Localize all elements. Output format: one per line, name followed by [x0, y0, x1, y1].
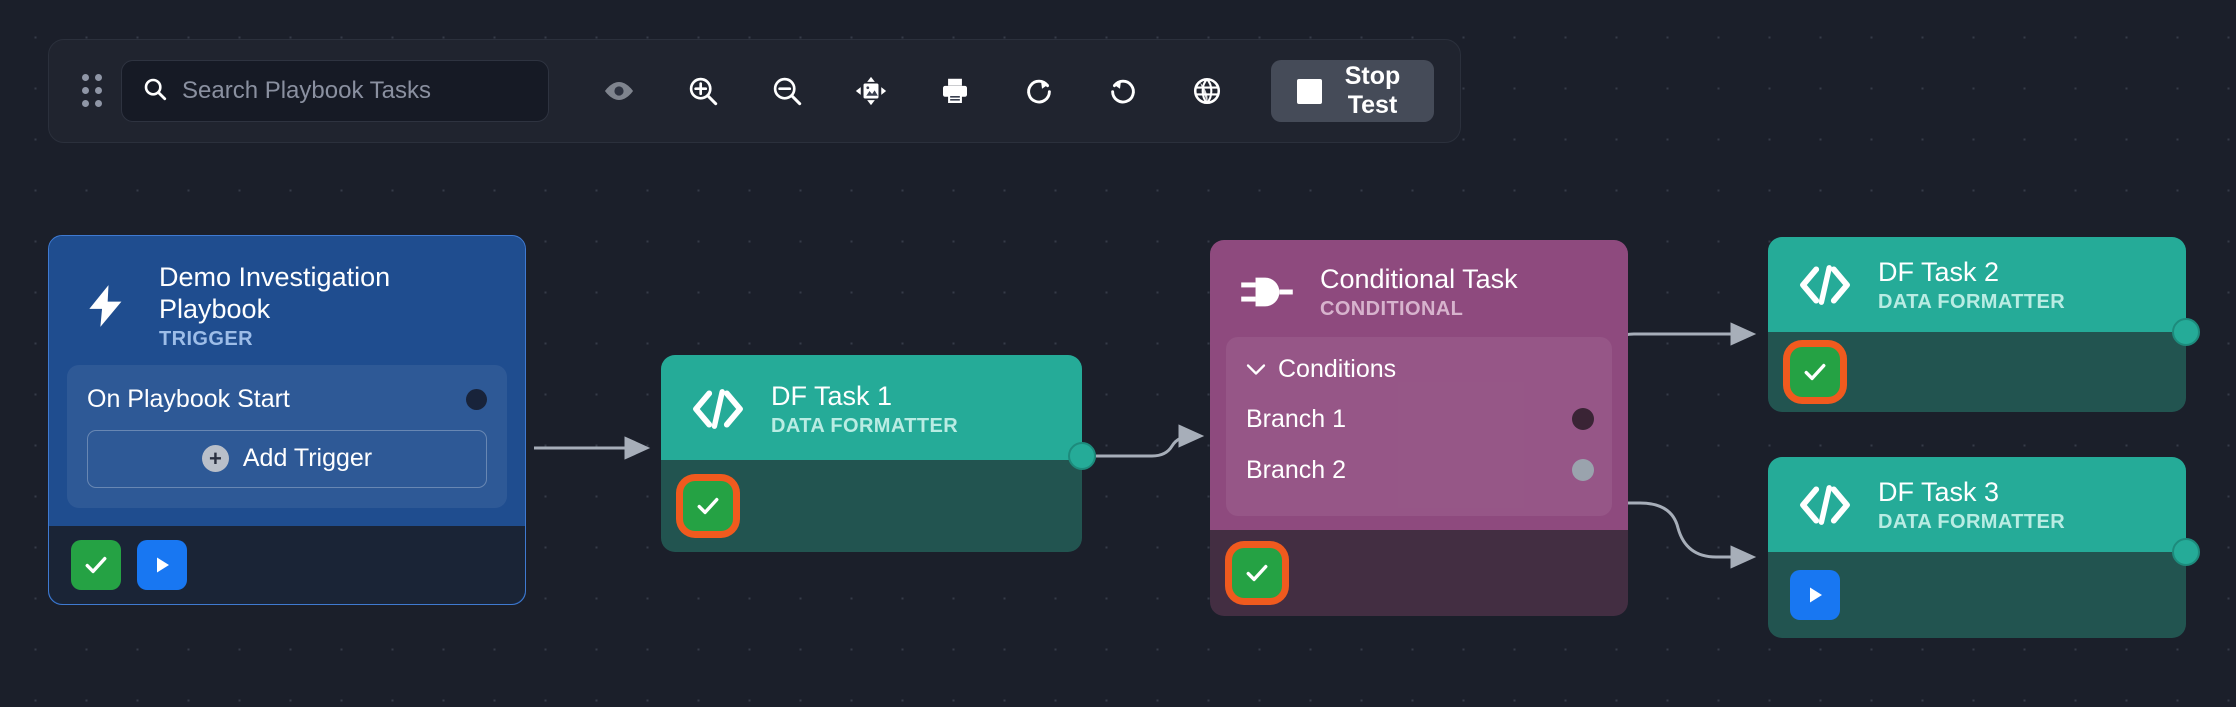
node-subtitle: DATA FORMATTER [771, 414, 959, 437]
trigger-row-label: On Playbook Start [87, 384, 290, 413]
node-header: Demo Investigation Playbook TRIGGER [49, 236, 525, 361]
stop-test-label: Stop Test [1344, 62, 1401, 119]
search-input[interactable] [182, 77, 528, 105]
stop-square-icon [1297, 78, 1322, 104]
output-port[interactable] [1068, 442, 1096, 470]
branch-output-port[interactable] [1572, 408, 1594, 431]
conditional-body: Conditions Branch 1 Branch 2 [1210, 336, 1628, 530]
trigger-panel: On Playbook Start + Add Trigger [67, 364, 507, 508]
redo-icon [1024, 76, 1054, 106]
node-title: DF Task 3 [1878, 477, 2000, 507]
plus-circle-icon: + [201, 445, 229, 473]
run-play-badge[interactable] [1790, 569, 1840, 620]
branch-row-2[interactable]: Branch 2 [1242, 445, 1596, 496]
node-title: Demo Investigation Playbook [159, 262, 391, 324]
zoom-out-icon [772, 76, 802, 106]
node-header: DF Task 2 DATA FORMATTER [1768, 237, 2200, 346]
node-df-task-2[interactable]: DF Task 2 DATA FORMATTER [1768, 237, 2200, 412]
chevron-down-icon [1246, 364, 1266, 375]
add-trigger-label: Add Trigger [242, 444, 373, 473]
print-button[interactable] [913, 59, 997, 123]
status-check-badge[interactable] [683, 480, 733, 531]
node-header: DF Task 1 DATA FORMATTER [661, 355, 1096, 470]
visibility-toggle-button[interactable] [577, 59, 661, 123]
node-title: Conditional Task [1320, 264, 1518, 294]
trigger-row[interactable]: On Playbook Start [87, 383, 487, 430]
node-df-task-1[interactable]: DF Task 1 DATA FORMATTER [661, 355, 1096, 552]
lightning-bolt-icon [75, 279, 137, 333]
code-icon [1794, 263, 1856, 307]
node-footer [1210, 529, 1628, 616]
undo-icon [1108, 76, 1138, 106]
branch-label: Branch 2 [1246, 455, 1347, 484]
conditions-panel: Conditions Branch 1 Branch 2 [1226, 336, 1612, 516]
toolbar-icon-group [577, 59, 1249, 123]
conditions-label: Conditions [1278, 354, 1397, 383]
globe-button[interactable] [1165, 59, 1249, 123]
node-subtitle: CONDITIONAL [1320, 297, 1464, 320]
search-icon [142, 76, 168, 107]
drag-handle-icon[interactable] [75, 68, 109, 114]
output-port[interactable] [2172, 538, 2200, 566]
zoom-out-button[interactable] [745, 59, 829, 123]
node-title: DF Task 1 [771, 381, 893, 411]
print-icon [940, 76, 970, 106]
fit-to-screen-button[interactable] [829, 59, 913, 123]
status-check-badge[interactable] [1232, 547, 1282, 598]
node-footer [1768, 331, 2186, 412]
node-footer [49, 525, 525, 604]
node-header: DF Task 3 DATA FORMATTER [1768, 457, 2200, 566]
node-df-task-3[interactable]: DF Task 3 DATA FORMATTER [1768, 457, 2200, 638]
trigger-output-port[interactable] [466, 388, 487, 410]
node-title: DF Task 2 [1878, 257, 2000, 287]
fit-screen-icon [855, 76, 887, 106]
node-trigger[interactable]: Demo Investigation Playbook TRIGGER On P… [48, 235, 526, 605]
playbook-toolbar: Stop Test [48, 39, 1461, 143]
eye-icon [602, 80, 636, 102]
edge-df1-to-conditional [1096, 424, 1205, 458]
logic-gate-icon [1236, 271, 1298, 313]
output-port[interactable] [2172, 318, 2200, 346]
node-header: Conditional Task CONDITIONAL [1210, 240, 1628, 337]
node-subtitle: TRIGGER [159, 327, 253, 350]
stop-test-button[interactable]: Stop Test [1271, 60, 1434, 122]
redo-button[interactable] [997, 59, 1081, 123]
zoom-in-icon [688, 76, 718, 106]
branch-row-1[interactable]: Branch 1 [1242, 394, 1596, 445]
conditions-toggle[interactable]: Conditions [1242, 351, 1596, 394]
search-field[interactable] [121, 60, 549, 122]
node-footer [661, 459, 1082, 552]
node-conditional-task[interactable]: Conditional Task CONDITIONAL Conditions … [1210, 240, 1628, 616]
status-check-badge[interactable] [71, 539, 121, 590]
zoom-in-button[interactable] [661, 59, 745, 123]
status-check-badge[interactable] [1790, 346, 1840, 397]
node-footer [1768, 551, 2186, 638]
undo-button[interactable] [1081, 59, 1165, 123]
globe-icon [1192, 76, 1222, 106]
node-subtitle: DATA FORMATTER [1878, 290, 2066, 313]
add-trigger-button[interactable]: + Add Trigger [87, 429, 487, 488]
branch-label: Branch 1 [1246, 404, 1347, 433]
code-icon [1794, 483, 1856, 527]
run-play-badge[interactable] [137, 539, 187, 590]
branch-output-port[interactable] [1572, 459, 1594, 482]
code-icon [687, 387, 749, 431]
node-subtitle: DATA FORMATTER [1878, 510, 2066, 533]
